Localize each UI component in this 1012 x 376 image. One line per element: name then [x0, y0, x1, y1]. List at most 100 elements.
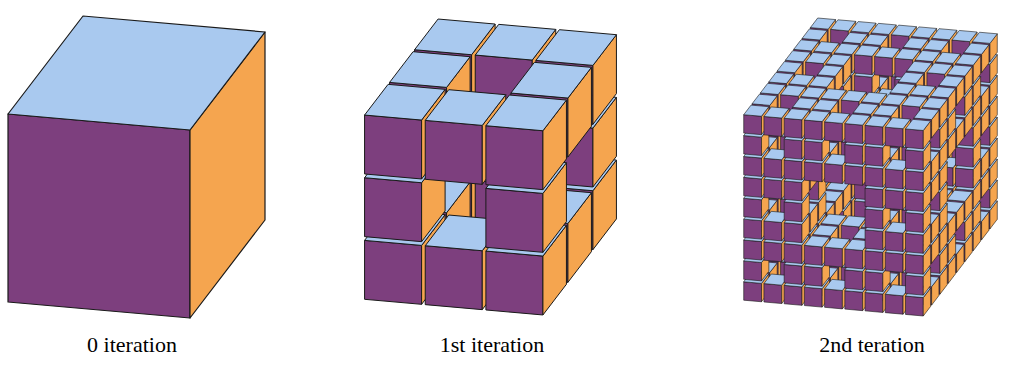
cube-face-front [764, 284, 782, 304]
menger-cube [8, 16, 265, 318]
cube-face-front [784, 202, 802, 222]
cube-face-front [425, 120, 482, 184]
cube-face-top [813, 100, 838, 111]
cube-face-top [939, 76, 964, 87]
cube-face-top [8, 16, 265, 130]
cube-face-front [865, 272, 883, 292]
cube-face-front [365, 178, 422, 242]
cube-face-top [873, 105, 898, 116]
iteration-caption: 1st iteration [440, 332, 544, 358]
cube-face-front [486, 188, 543, 252]
cube-face-top [930, 87, 955, 98]
cube-face-front [784, 244, 802, 264]
cube-face-front [784, 139, 802, 159]
cube-face-top [511, 62, 592, 98]
cube-face-front [905, 233, 923, 253]
cube-face-front [905, 275, 923, 295]
cube-face-front [744, 219, 762, 239]
cube-face-front [845, 270, 863, 290]
cube-face-front [955, 168, 973, 188]
cube-face-front [854, 55, 872, 75]
cube-face-top [777, 62, 802, 73]
cube-face-front [825, 122, 843, 142]
cube-face-front [825, 289, 843, 309]
cube-face-front [905, 212, 923, 232]
cube-face-front [845, 124, 863, 144]
cube-face-front [744, 240, 762, 260]
cube-face-top [809, 76, 834, 87]
cube-face-top [863, 34, 888, 45]
cube-face-front [875, 56, 893, 76]
cube-face-front [905, 296, 923, 316]
cube-face-top [898, 72, 923, 83]
cube-face-front [804, 266, 822, 286]
cube-face-front [845, 249, 863, 269]
cube-face-front [905, 129, 923, 149]
cube-face-front [744, 261, 762, 281]
menger-cube [365, 19, 617, 315]
cube-face-top [802, 29, 827, 40]
cube-face-front [825, 247, 843, 267]
menger-cube [744, 18, 998, 316]
cube-face-top [817, 65, 842, 76]
cube-face-top [955, 54, 980, 65]
cube-face-front [744, 156, 762, 176]
cube-face-front [865, 209, 883, 229]
cube-face-front [744, 136, 762, 156]
cube-face-front [845, 144, 863, 164]
cube-face-front [825, 164, 843, 184]
cube-face-front [845, 291, 863, 311]
cube-face-front [804, 162, 822, 182]
cube-face-front [784, 223, 802, 243]
cube-face-front [764, 158, 782, 178]
cube-face-front [865, 230, 883, 250]
cube-face-front [955, 147, 973, 167]
cube-face-front [425, 246, 482, 310]
cube-face-top [923, 40, 948, 51]
cube-face-top [914, 108, 939, 119]
cube-face-top [964, 43, 989, 54]
cube-face-front [865, 167, 883, 187]
cube-face-front [744, 115, 762, 135]
cube-face-front [905, 192, 923, 212]
cube-face-front [784, 285, 802, 305]
cube-face-front [804, 287, 822, 307]
cube-face-top [972, 32, 997, 43]
cube-face-front [865, 292, 883, 312]
cube-face-top [826, 54, 851, 65]
cube-face-front [885, 294, 903, 314]
iteration-caption: 2nd teration [819, 332, 925, 358]
cube-face-top [390, 52, 471, 88]
cube-face-front [885, 127, 903, 147]
cube-face-front [885, 190, 903, 210]
cube-face-front [804, 141, 822, 161]
cube-face-front [784, 181, 802, 201]
cube-face-front [486, 126, 543, 190]
cube-face-front [865, 251, 883, 271]
cube-face-front [764, 179, 782, 199]
cube-face-top [905, 119, 930, 130]
cube-face-front [784, 118, 802, 138]
cube-face-front [865, 188, 883, 208]
cube-face-front [905, 254, 923, 274]
cube-face-front [804, 245, 822, 265]
cube-face-front [486, 251, 543, 315]
cube-face-top [752, 94, 777, 105]
cube-face-front [865, 146, 883, 166]
cube-face-front [764, 116, 782, 136]
cube-face-front [784, 160, 802, 180]
cube-face-front [804, 120, 822, 140]
cube-face-front [885, 232, 903, 252]
cube-face-front [744, 198, 762, 218]
cube-face-front [744, 177, 762, 197]
cube-face-front [905, 171, 923, 191]
cube-face-front [905, 150, 923, 170]
cube-face-top [486, 95, 567, 131]
cube-face-top [947, 65, 972, 76]
cube-face-front [885, 169, 903, 189]
cube-face-front [885, 252, 903, 272]
cube-face-front [865, 125, 883, 145]
cube-face-top [536, 30, 617, 66]
